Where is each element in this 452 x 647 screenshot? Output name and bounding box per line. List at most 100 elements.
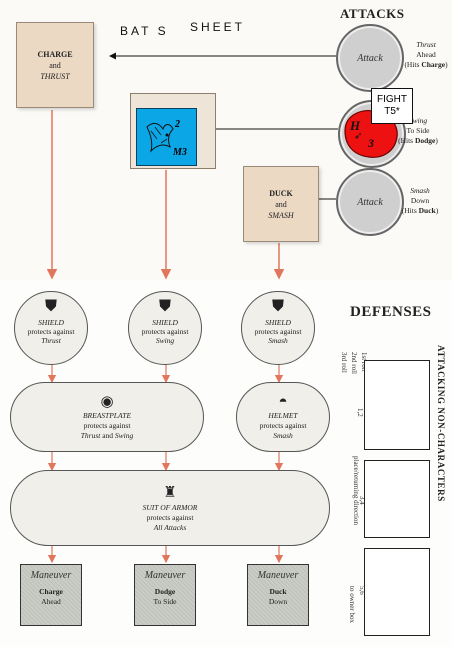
breastplate-against-and: and: [100, 431, 115, 440]
maneuver-charge-box[interactable]: Maneuver Charge Ahead: [20, 564, 82, 626]
thrust-desc-3c: ): [445, 60, 448, 69]
maneuver-duck-box[interactable]: Maneuver Duck Down: [247, 564, 309, 626]
chart-note1: place/returning direction: [352, 456, 360, 525]
maneuver-duck-desc: Down: [268, 597, 288, 606]
duck-label: DUCK: [269, 188, 293, 198]
breastplate-against-thrust: Thrust: [80, 431, 101, 440]
defenses-heading: DEFENSES: [350, 304, 432, 320]
shield-thrust-circle[interactable]: ⛊ SHIELD protects against Thrust: [14, 291, 88, 365]
shield-swing-protects: protects against: [141, 327, 189, 336]
sword-icon: ➶: [354, 131, 363, 142]
chart-cell-1[interactable]: [364, 360, 430, 450]
smash-desc-3b: Duck: [418, 206, 436, 215]
shield-swing-circle[interactable]: ⛊ SHIELD protects against Swing: [128, 291, 202, 365]
shield-swing-against: Swing: [155, 336, 175, 345]
maneuver-dodge-label: Dodge: [154, 587, 176, 596]
smash-desc-2: Down: [410, 196, 430, 205]
attack-smash-label: Attack: [357, 196, 383, 208]
thrust-desc-3b: Charge: [421, 60, 446, 69]
attack-thrust-desc: Thrust Ahead (Hits Charge): [404, 40, 448, 70]
shield-icon: ⛊: [271, 298, 284, 315]
sheet-title-word2: SHEET: [190, 20, 246, 34]
smash-desc-1: Smash: [410, 186, 430, 195]
maneuver-duck-title: Maneuver: [257, 570, 299, 581]
chart-note2: to owner box: [348, 586, 356, 623]
charge-label: CHARGE: [37, 49, 73, 59]
maneuver-duck-label: Duck: [269, 587, 287, 596]
breastplate-against: Thrust and Swing: [81, 431, 134, 441]
chart-row1-label: 1,2: [356, 408, 364, 417]
chart-col2: 2nd roll: [350, 352, 358, 374]
attack-smash-circle[interactable]: Attack: [336, 168, 404, 236]
attacking-non-characters-heading: ATTACKING NON-CHARACTERS: [436, 345, 446, 502]
maneuver-charge-desc: Ahead: [41, 597, 61, 606]
chart-cell-3[interactable]: [364, 548, 430, 636]
sheet-title-word1: BAT S: [120, 24, 169, 38]
maneuver-charge-title: Maneuver: [30, 570, 72, 581]
charge-and-label: and: [49, 60, 61, 70]
armor-against: All Attacks: [153, 523, 187, 532]
swing-desc-1: Swing: [408, 116, 428, 125]
breastplate-name: BREASTPLATE: [82, 411, 132, 420]
helmet-pill[interactable]: ◓ HELMET protects against Smash: [236, 382, 330, 452]
armor-icon: ♜: [163, 485, 177, 501]
thrust-desc-3a: (Hits: [404, 60, 422, 69]
helmet-protects: protects against: [259, 421, 307, 430]
bat-move: M3: [173, 147, 187, 158]
helmet-against: Smash: [273, 431, 293, 440]
fight-number: 3: [368, 136, 374, 150]
shield-smash-against: Smash: [268, 336, 288, 345]
bat-counter[interactable]: 2 M3: [136, 108, 197, 166]
breastplate-protects: protects against: [83, 421, 131, 430]
attacks-heading: ATTACKS: [340, 6, 405, 21]
sheet-title: BAT S SHEET: [120, 20, 242, 38]
charge-thrust-box[interactable]: CHARGE and THRUST: [16, 22, 94, 108]
shield-thrust-name: SHIELD: [38, 318, 64, 327]
shield-icon: ⛊: [44, 298, 57, 315]
armor-pill[interactable]: ♜ SUIT OF ARMOR protects against All Att…: [10, 470, 330, 546]
fight-letter: H: [350, 118, 361, 133]
maneuver-charge-label: Charge: [39, 587, 63, 596]
fight-label-line1: FIGHT: [377, 94, 407, 105]
chart-cell-2[interactable]: [364, 460, 430, 538]
swing-desc-3c: ): [435, 136, 438, 145]
thrust-label: THRUST: [40, 71, 70, 81]
fight-label: FIGHT T5*: [371, 88, 413, 124]
attack-smash-desc: Smash Down (Hits Duck): [394, 186, 446, 216]
maneuver-dodge-box[interactable]: Maneuver Dodge To Side: [134, 564, 196, 626]
attack-thrust-circle[interactable]: Attack: [336, 24, 404, 92]
maneuver-dodge-title: Maneuver: [144, 570, 186, 581]
smash-desc-3c: ): [435, 206, 439, 215]
shield-thrust-protects: protects against: [27, 327, 75, 336]
breastplate-pill[interactable]: ◉ BREASTPLATE protects against Thrust an…: [10, 382, 204, 452]
maneuver-dodge-desc: To Side: [153, 597, 177, 606]
swing-desc-2: To Side: [406, 126, 430, 135]
breastplate-against-swing: Swing: [114, 431, 134, 440]
shield-swing-name: SHIELD: [152, 318, 178, 327]
swing-desc-3b: Dodge: [414, 136, 436, 145]
breastplate-icon: ◉: [100, 394, 114, 410]
thrust-desc-1: Thrust: [416, 40, 436, 49]
shield-smash-circle[interactable]: ⛊ SHIELD protects against Smash: [241, 291, 315, 365]
duck-smash-box[interactable]: DUCK and SMASH: [243, 166, 319, 242]
shield-icon: ⛊: [158, 298, 171, 315]
attack-thrust-label: Attack: [357, 52, 383, 64]
shield-smash-protects: protects against: [254, 327, 302, 336]
helmet-icon: ◓: [278, 394, 288, 410]
swing-desc-3a: (Hits: [398, 136, 415, 145]
duck-and-label: and: [275, 199, 287, 209]
bat-icon: [146, 122, 174, 153]
armor-protects: protects against: [146, 513, 194, 522]
fight-label-line2: T5*: [384, 106, 400, 117]
chart-col3: 3rd roll: [340, 352, 348, 373]
smash-desc-3a: (Hits: [401, 206, 419, 215]
shield-thrust-against: Thrust: [41, 336, 61, 345]
helmet-name: HELMET: [268, 411, 298, 420]
armor-name: SUIT OF ARMOR: [142, 503, 198, 512]
shield-smash-name: SHIELD: [265, 318, 291, 327]
bat-strength: 2: [175, 119, 180, 130]
attack-swing-desc: Swing To Side (Hits Dodge): [390, 116, 446, 146]
smash-label: SMASH: [268, 210, 294, 220]
